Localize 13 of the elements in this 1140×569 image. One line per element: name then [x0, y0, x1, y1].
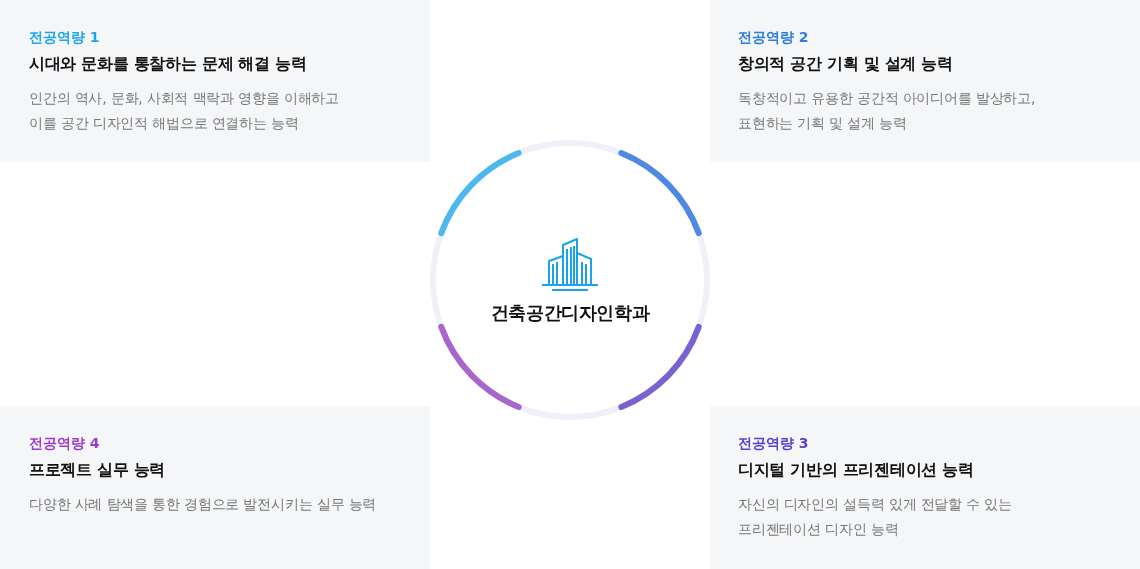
competency-title: 창의적 공간 기획 및 설계 능력	[738, 53, 953, 75]
competency-title: 디지털 기반의 프리젠테이션 능력	[738, 459, 974, 481]
competency-label: 전공역량 2	[738, 28, 809, 47]
department-name: 건축공간디자인학과	[490, 301, 650, 325]
competency-label: 전공역량 1	[29, 28, 100, 47]
competency-description: 다양한 사례 탐색을 통한 경험으로 발전시키는 실무 능력	[29, 495, 377, 514]
competency-label: 전공역량 3	[738, 434, 809, 453]
competency-description: 인간의 역사, 문화, 사회적 맥락과 영향을 이해하고 이를 공간 디자인적 해법으로 연결하는 능력	[29, 89, 339, 133]
competency-label: 전공역량 4	[29, 434, 100, 453]
competency-description: 자신의 디자인의 설득력 있게 전달할 수 있는 프리젠테이션 디자인 능력	[738, 495, 1013, 539]
competency-description: 독창적이고 유용한 공간적 아이디어를 발상하고, 표현하는 기획 및 설계 능력	[738, 89, 1037, 133]
competency-title: 프로젝트 실무 능력	[29, 459, 166, 481]
competency-title: 시대와 문화를 통찰하는 문제 해결 능력	[29, 53, 307, 75]
